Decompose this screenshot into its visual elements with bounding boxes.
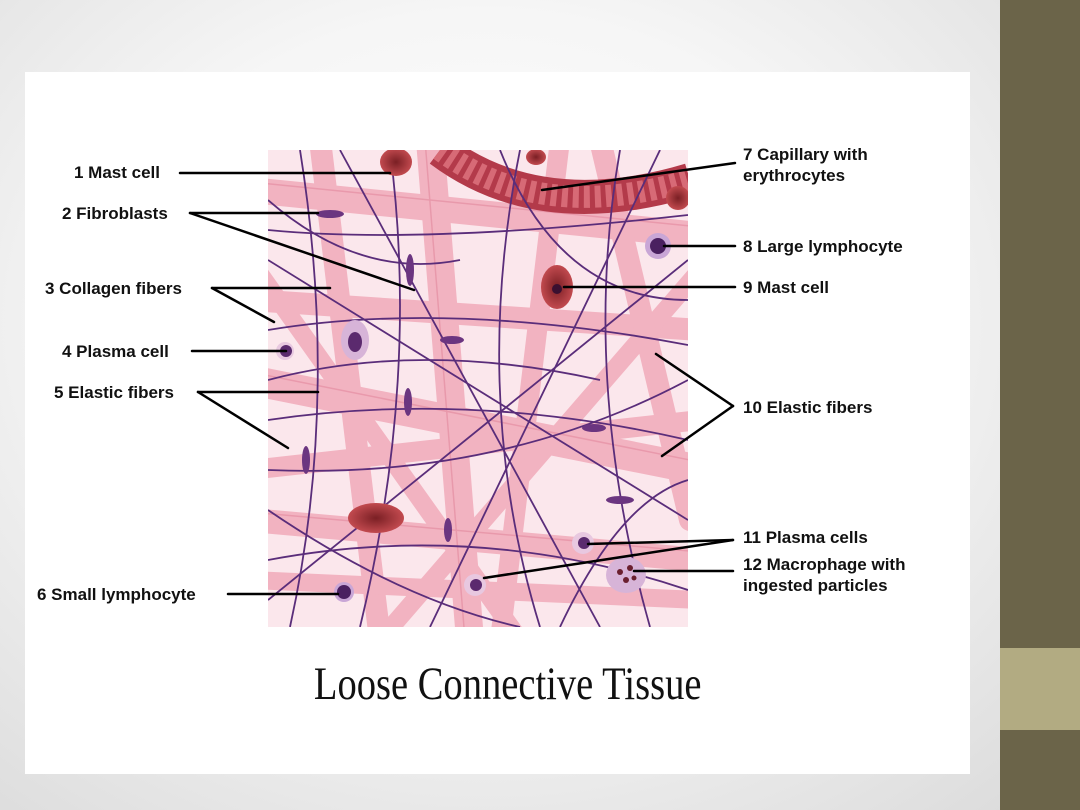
label-elastic-fibers-10: 10 Elastic fibers <box>743 398 873 417</box>
label-plasma-cells: 11 Plasma cells <box>743 528 868 547</box>
label-plasma-cell: 4 Plasma cell <box>62 342 169 361</box>
leader-lines <box>178 161 737 596</box>
label-macrophage-line1: 12 Macrophage with <box>743 555 906 574</box>
collagen-fibers <box>268 150 688 627</box>
label-capillary-line2: erythrocytes <box>743 166 846 185</box>
mast-cells <box>348 150 688 533</box>
theme-sidebar-accent <box>1000 648 1080 730</box>
label-capillary-line1: 7 Capillary with <box>743 145 868 164</box>
label-mast-cell-9: 9 Mast cell <box>743 278 829 297</box>
fibroblasts <box>302 210 634 542</box>
capillary <box>429 150 688 214</box>
label-macrophage-line2: ingested particles <box>743 576 888 595</box>
tissue-diagram <box>178 150 737 627</box>
label-small-lymphocyte: 6 Small lymphocyte <box>37 585 196 604</box>
label-elastic-fibers-5: 5 Elastic fibers <box>54 383 175 402</box>
label-large-lymphocyte: 8 Large lymphocyte <box>743 237 903 256</box>
label-collagen-fibers: 3 Collagen fibers <box>45 279 182 298</box>
tissue-micrograph <box>268 150 688 627</box>
label-mast-cell-1: 1 Mast cell <box>74 163 160 182</box>
label-fibroblasts: 2 Fibroblasts <box>62 204 168 223</box>
slide-caption: Loose Connective Tissue <box>313 658 702 710</box>
